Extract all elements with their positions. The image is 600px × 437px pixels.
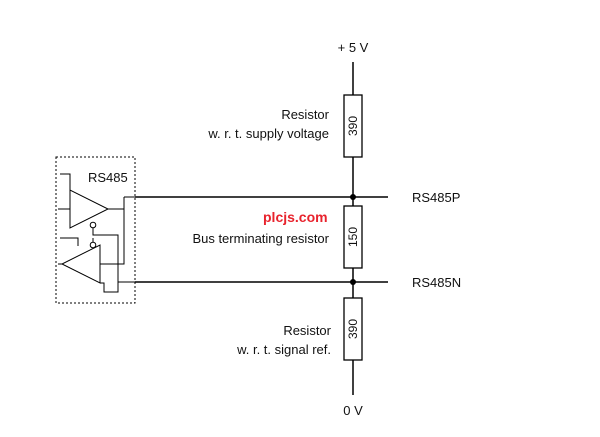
pulldown-resistor-caption-line1: Resistor [283, 323, 331, 338]
terminating-resistor: 150 [343, 205, 363, 269]
rs485n-label: RS485N [412, 275, 461, 290]
rs485p-label: RS485P [412, 190, 460, 205]
rs485-transceiver-label: RS485 [88, 170, 128, 185]
terminating-resistor-caption: Bus terminating resistor [192, 231, 329, 246]
pullup-resistor-value: 390 [346, 116, 360, 136]
pullup-resistor-caption-line1: Resistor [281, 107, 329, 122]
watermark-text: plcjs.com [263, 209, 328, 225]
terminating-resistor-value: 150 [346, 227, 360, 247]
supply-voltage-label: + 5 V [338, 40, 369, 55]
pulldown-resistor-value: 390 [346, 319, 360, 339]
pulldown-resistor: 390 [343, 297, 363, 361]
rs485p-junction-dot [350, 194, 356, 200]
pulldown-resistor-caption-line2: w. r. t. signal ref. [236, 342, 331, 357]
transceiver-internal-wiring [58, 173, 135, 293]
driver-triangle-icon [69, 189, 110, 229]
pullup-resistor: 390 [343, 94, 363, 158]
rs485n-junction-dot [350, 279, 356, 285]
ground-label: 0 V [343, 403, 363, 418]
rs485-transceiver-box [55, 156, 136, 304]
pullup-resistor-caption-line2: w. r. t. supply voltage [207, 126, 329, 141]
receiver-triangle-icon [60, 241, 101, 284]
